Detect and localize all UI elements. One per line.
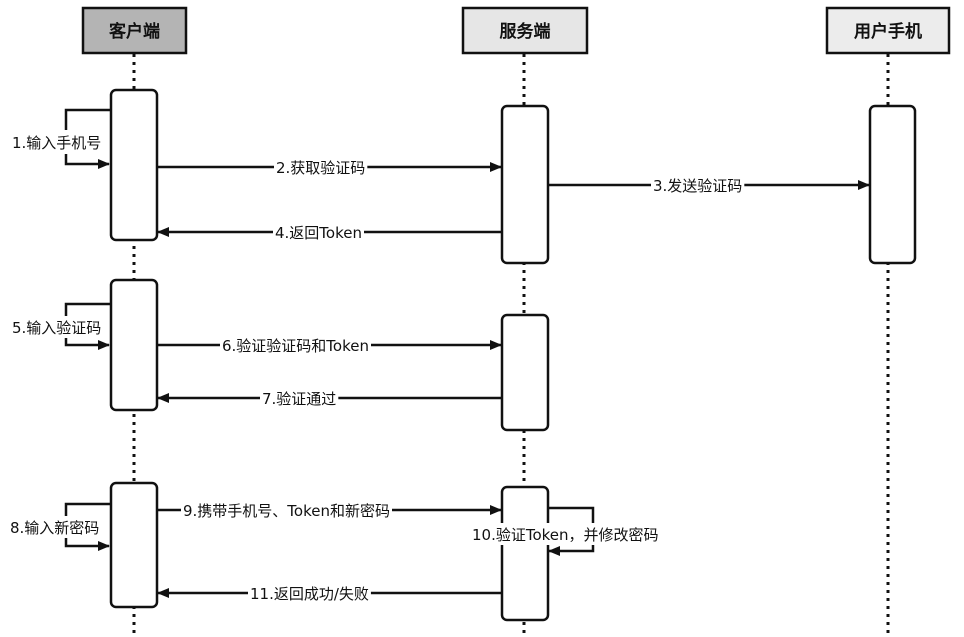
message-9-label: 9.携带手机号、Token和新密码 xyxy=(183,502,390,520)
message-10-label: 10.验证Token，并修改密码 xyxy=(472,526,659,544)
message-1-label: 1.输入手机号 xyxy=(12,134,101,152)
message-9: 9.携带手机号、Token和新密码 xyxy=(158,500,502,522)
message-9-label-bg xyxy=(181,500,392,522)
participant-phone: 用户手机 xyxy=(825,6,951,55)
message-2-label-bg xyxy=(274,157,368,179)
message-3: 3.发送验证码 xyxy=(549,175,870,197)
message-5-label: 5.输入验证码 xyxy=(12,319,101,337)
activation-client-2 xyxy=(109,278,159,412)
participant-server-label: 服务端 xyxy=(500,21,551,42)
activation-server-3 xyxy=(500,485,550,622)
message-11-label-bg xyxy=(248,583,371,605)
message-8-label: 8.输入新密码 xyxy=(10,519,99,537)
message-4-label: 4.返回Token xyxy=(275,224,362,242)
message-11: 11.返回成功/失败 xyxy=(157,583,501,605)
message-7-label: 7.验证通过 xyxy=(262,390,336,408)
participant-client-box xyxy=(81,6,188,55)
activation-client-1 xyxy=(109,88,159,242)
message-4-label-bg xyxy=(273,222,364,244)
message-7: 7.验证通过 xyxy=(157,388,501,410)
message-5-self: 5.输入验证码 xyxy=(10,302,110,350)
message-4: 4.返回Token xyxy=(157,222,501,244)
message-3-label: 3.发送验证码 xyxy=(653,177,742,195)
activation-server-2 xyxy=(500,313,550,432)
message-6: 6.验证验证码和Token xyxy=(158,335,502,357)
activation-phone-1 xyxy=(868,104,917,265)
message-3-label-bg xyxy=(651,175,745,197)
message-2-label: 2.获取验证码 xyxy=(276,159,365,177)
message-2: 2.获取验证码 xyxy=(158,157,502,179)
message-10-self: 10.验证Token，并修改密码 xyxy=(470,506,661,556)
message-1-self: 1.输入手机号 xyxy=(10,108,110,169)
message-6-label-bg xyxy=(220,335,371,357)
message-5-label-bg xyxy=(10,316,104,338)
message-8-self: 8.输入新密码 xyxy=(8,502,110,551)
message-11-label: 11.返回成功/失败 xyxy=(250,585,369,603)
participant-server: 服务端 xyxy=(461,6,589,55)
participant-client-label: 客户端 xyxy=(108,21,160,42)
message-7-label-bg xyxy=(260,388,339,410)
participant-client: 客户端 xyxy=(81,6,188,55)
message-8-label-bg xyxy=(8,516,102,538)
message-6-label: 6.验证验证码和Token xyxy=(222,337,369,355)
activation-server-1 xyxy=(500,104,550,265)
activations xyxy=(109,88,917,622)
participant-server-box xyxy=(461,6,589,55)
participant-phone-box xyxy=(825,6,951,55)
message-1-label-bg xyxy=(10,130,104,154)
activation-client-3 xyxy=(109,481,159,609)
message-10-label-bg xyxy=(470,523,661,545)
participant-phone-label: 用户手机 xyxy=(854,21,922,42)
